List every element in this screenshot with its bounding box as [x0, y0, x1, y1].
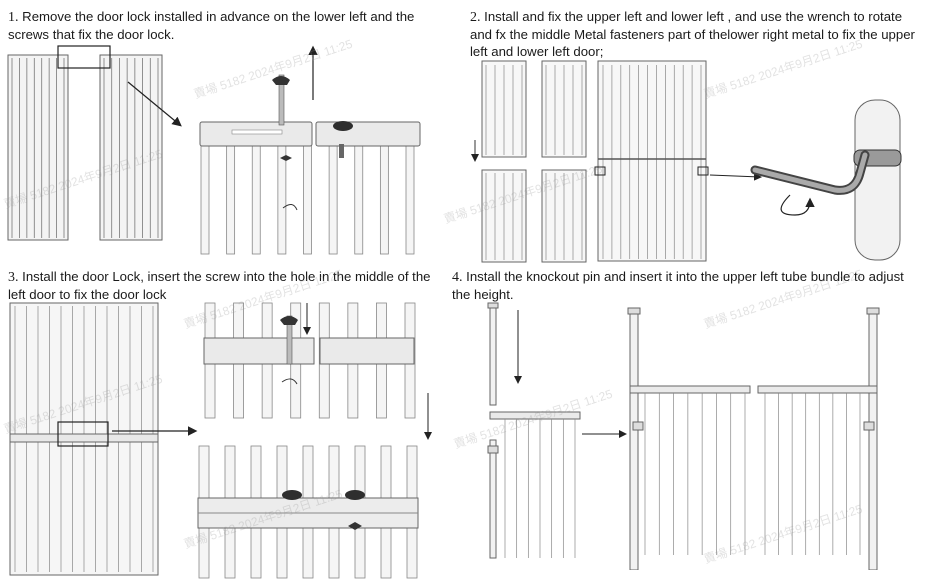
- step-3-text: Install the door Lock, insert the screw …: [8, 269, 431, 302]
- step-1-text: Remove the door lock installed in advanc…: [8, 9, 415, 42]
- rotation-arrow-icon: [282, 204, 298, 211]
- gate-panel-left: [7, 54, 69, 241]
- screw-icon: [272, 74, 290, 126]
- gate-bar: [277, 145, 287, 255]
- door-lock-icon: [333, 121, 353, 158]
- step-4-illustration: [487, 302, 880, 570]
- door-lock-icon: [282, 490, 365, 530]
- gate-bar: [251, 145, 261, 255]
- gate-bar: [405, 145, 415, 255]
- rotation-arrow-icon: [780, 194, 815, 216]
- fastener-highlight-left: [594, 166, 606, 176]
- step-2-illustration: [471, 60, 902, 263]
- step-4-text: Install the knockout pin and insert it i…: [452, 269, 904, 302]
- fastener-highlight-right: [697, 166, 709, 176]
- gate-bar: [226, 145, 236, 255]
- lock-highlight-box: [57, 421, 109, 447]
- screw-icon: [280, 315, 298, 365]
- step-2-text: Install and fix the upper left and lower…: [470, 9, 915, 59]
- gate-bar: [303, 145, 312, 255]
- gate-bar: [354, 145, 364, 255]
- step-1-instruction: 1. Remove the door lock installed in adv…: [8, 8, 448, 43]
- step-2-instruction: 2. Install and fix the upper left and lo…: [470, 8, 925, 60]
- step-3-instruction: 3. Install the door Lock, insert the scr…: [8, 268, 448, 303]
- gate-bar: [328, 145, 338, 255]
- gate-bar: [379, 145, 389, 255]
- lock-detail-top: [203, 302, 416, 419]
- lock-detail-bottom: [197, 445, 419, 579]
- step-3-illustration: [9, 302, 432, 579]
- step-4-number: 4.: [452, 270, 463, 285]
- step-1-number: 1.: [8, 10, 19, 25]
- lock-detail-zoom: [185, 45, 421, 255]
- gate-panel-partial: [487, 411, 581, 559]
- rotation-arrow-icon: [281, 378, 298, 385]
- lock-highlight-box: [57, 45, 111, 69]
- step-2-number: 2.: [470, 10, 481, 25]
- knockout-pin: [487, 302, 499, 406]
- step-4-instruction: 4. Install the knockout pin and insert i…: [452, 268, 922, 303]
- right-rail: [315, 121, 421, 147]
- panel-assembled: [597, 60, 707, 262]
- gate-bar: [200, 145, 210, 255]
- step-1-illustration: [7, 45, 421, 255]
- gate-panel-right: [99, 54, 163, 241]
- arrow-icon: [127, 81, 182, 127]
- step-3-number: 3.: [8, 270, 19, 285]
- gate-assembled: [627, 307, 880, 570]
- arrow-icon: [709, 172, 762, 181]
